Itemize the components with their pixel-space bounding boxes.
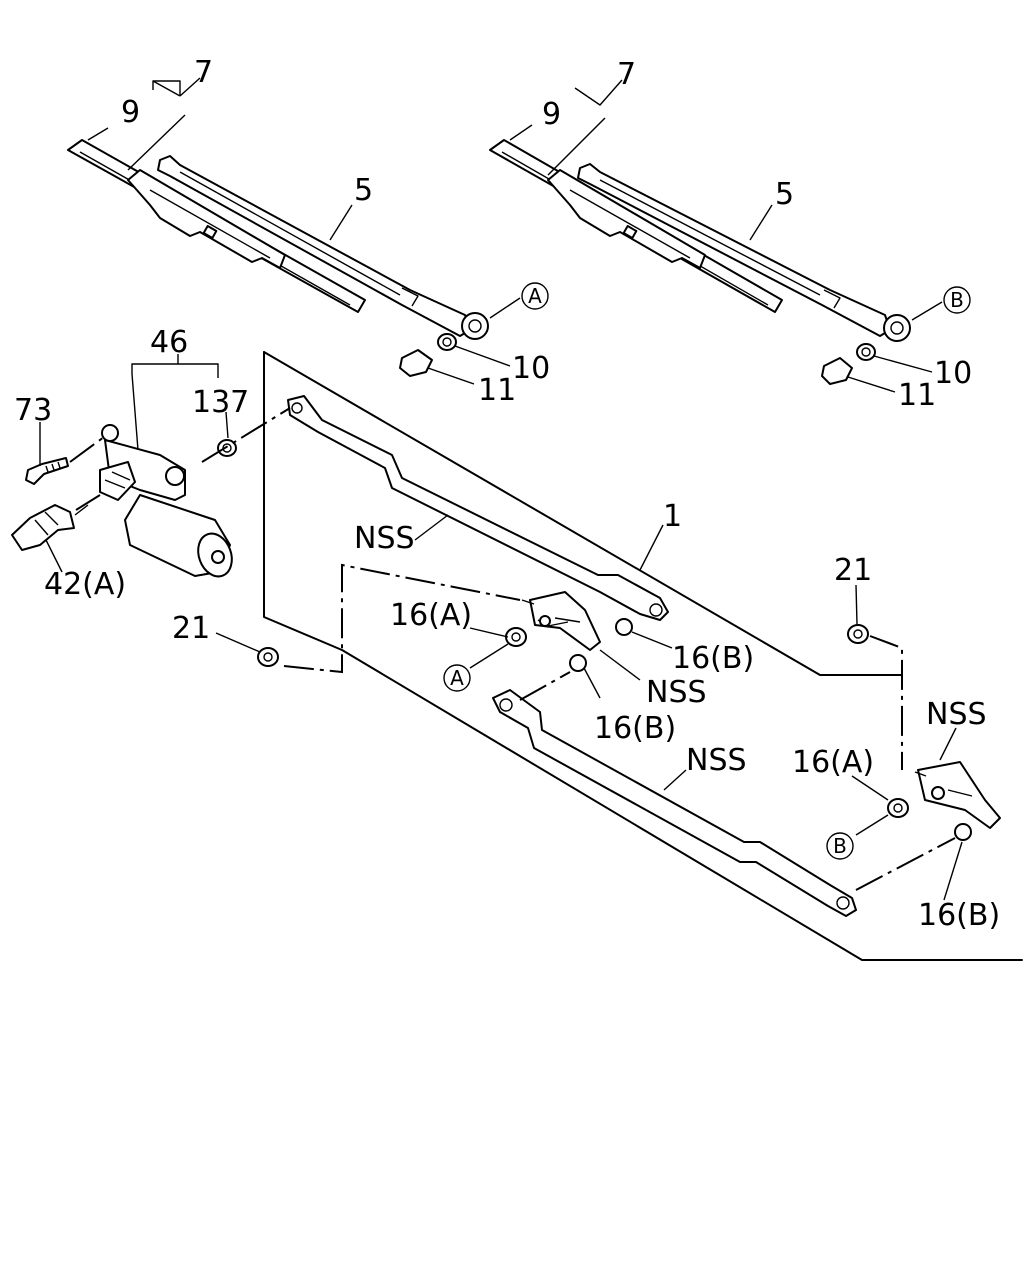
ref-circle-b-top: B [943,286,971,314]
linkage-rod-lower [492,689,857,917]
wiper-blade-left [67,139,366,313]
svg-text:A: A [450,666,464,690]
svg-text:A: A [528,284,542,308]
wiper-motor [99,424,233,578]
centerline-motor-crank [201,407,291,463]
label-10-right: 10 [934,356,972,391]
wiper-arm-cap-left [399,349,433,377]
pivot-left [521,591,601,651]
label-11-right: 11 [898,378,936,413]
connector-42a [11,504,75,551]
wiper-blade-right [489,139,783,313]
label-42a: 42(A) [44,567,126,602]
nut-21-left [257,647,279,667]
label-16b-right: 16(B) [918,898,1000,933]
label-nss-lower-link: NSS [686,743,747,778]
label-137: 137 [192,385,249,420]
label-1: 1 [663,499,682,534]
label-9-left: 9 [121,95,140,130]
label-73: 73 [14,393,52,428]
label-16b-mid-right: 16(B) [672,641,754,676]
label-21-left: 21 [172,611,210,646]
label-7-right: 7 [617,57,636,92]
bushing-16b-mid-right [615,618,633,636]
label-9-right: 9 [542,97,561,132]
bushing-16b-mid-below [569,654,587,672]
leader-lines [39,77,963,901]
bushing-16a-left [505,627,527,647]
linkage-rod-upper [287,395,669,621]
bushing-16b-right [954,823,972,841]
label-nss-right-pivot: NSS [926,697,987,732]
nut-21-right [847,624,869,644]
bushing-16a-right [887,798,909,818]
svg-text:B: B [950,288,964,312]
wiper-arm-right [577,163,911,342]
label-7-left: 7 [194,55,213,90]
label-nss-upper-link: NSS [354,521,415,556]
ref-circle-a-top: A [521,282,549,310]
ref-circle-b-mid: B [826,832,854,860]
label-5-left: 5 [354,173,373,208]
label-16b-mid-below: 16(B) [594,711,676,746]
centerline-nut-pivot-left [283,563,521,674]
centerline-connector-motor [75,494,101,511]
label-16a-right: 16(A) [792,745,874,780]
svg-text:B: B [833,834,847,858]
centerline-nut-pivot-right [869,635,903,770]
frame-outline-1 [263,351,1023,961]
ref-circle-a-mid: A [443,664,471,692]
motor-bushing-137 [217,439,237,457]
motor-bolt-73 [25,457,69,485]
centerline-bolt-motor [69,436,105,463]
centerline-lower-rod-right [855,837,956,891]
wiper-arm-cap-right [821,357,853,385]
wiper-arm-left [157,155,489,340]
wiper-arm-nut-right [856,343,876,361]
centerline-lower-rod-left [519,671,571,701]
label-21-right: 21 [834,553,872,588]
label-11-left: 11 [478,373,516,408]
label-46: 46 [150,325,188,360]
label-10-left: 10 [512,351,550,386]
pivot-right [914,761,1001,829]
label-16a-left: 16(A) [390,598,472,633]
wiper-arm-nut-left [437,333,457,351]
label-nss-left-pivot: NSS [646,675,707,710]
label-5-right: 5 [775,177,794,212]
